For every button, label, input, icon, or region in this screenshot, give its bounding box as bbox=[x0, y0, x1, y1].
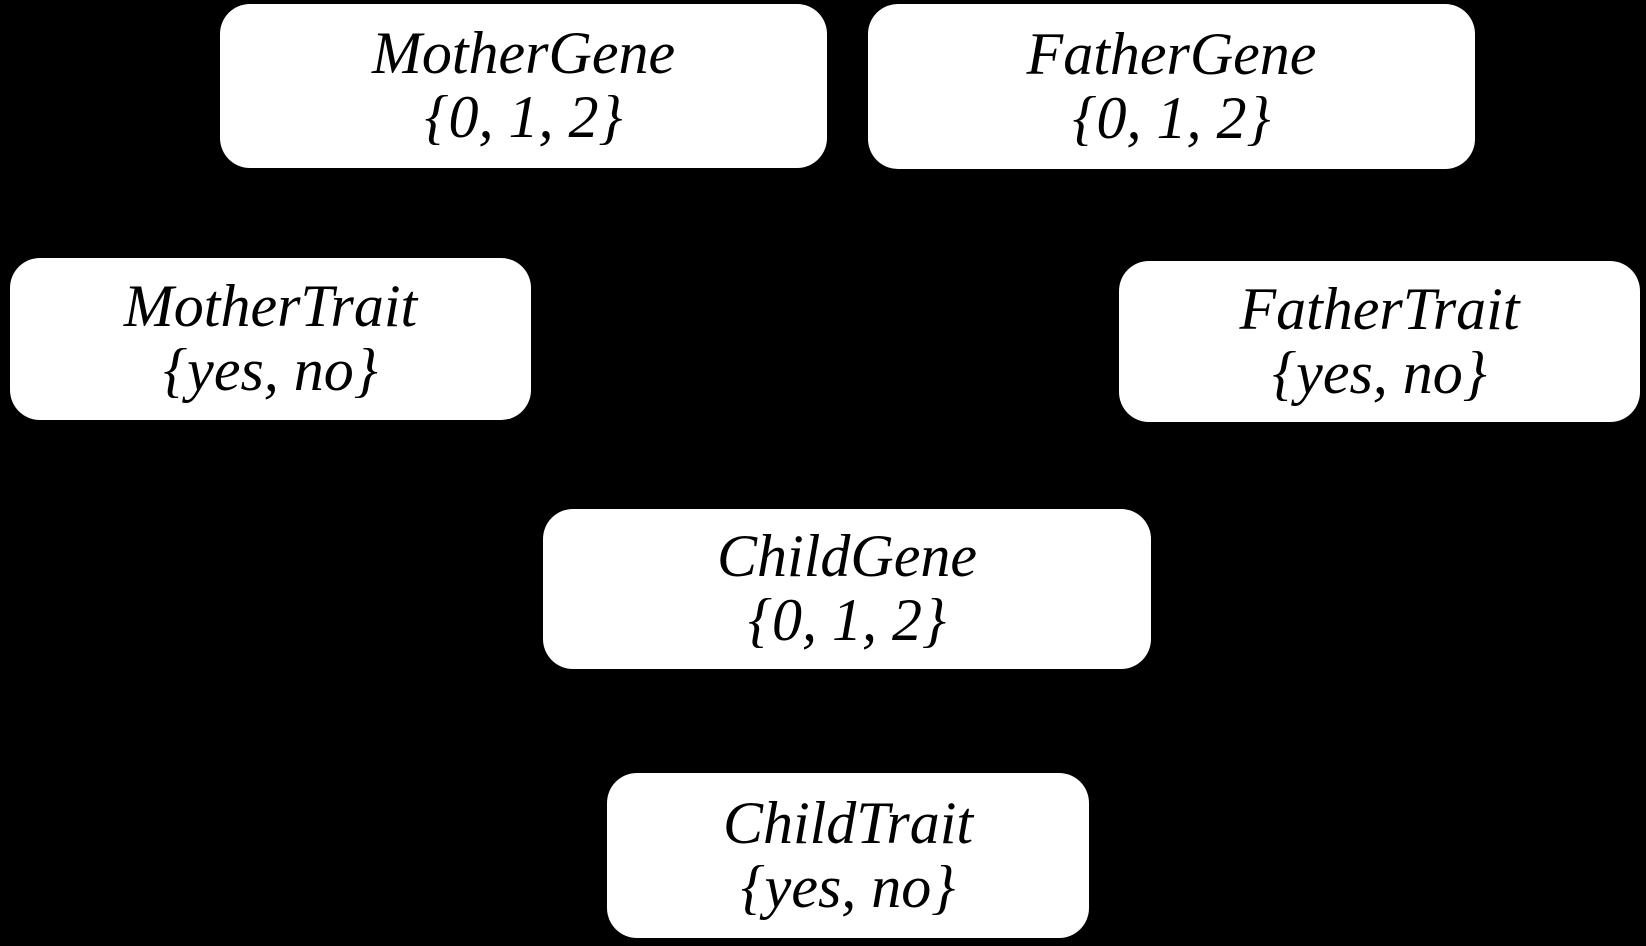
node-father-gene-values: {0, 1, 2} bbox=[1072, 84, 1271, 151]
node-child-gene-values: {0, 1, 2} bbox=[748, 587, 946, 653]
node-child-gene-title: ChildGene bbox=[717, 523, 977, 590]
node-child-trait-title: ChildTrait bbox=[722, 789, 974, 856]
node-mother-trait-title: MotherTrait bbox=[123, 273, 418, 340]
node-mother-trait-values: {yes, no} bbox=[163, 337, 378, 403]
node-mother-gene-values: {0, 1, 2} bbox=[424, 84, 623, 150]
node-father-trait: FatherTrait {yes, no} bbox=[1119, 261, 1640, 422]
node-child-trait: ChildTrait {yes, no} bbox=[607, 773, 1089, 938]
node-father-trait-title: FatherTrait bbox=[1239, 275, 1520, 342]
node-child-gene: ChildGene {0, 1, 2} bbox=[543, 509, 1151, 669]
node-mother-gene-title: MotherGene bbox=[371, 20, 676, 87]
node-father-gene: FatherGene {0, 1, 2} bbox=[868, 4, 1475, 169]
node-mother-trait: MotherTrait {yes, no} bbox=[10, 258, 531, 420]
node-child-trait-values: {yes, no} bbox=[740, 853, 956, 920]
node-mother-gene: MotherGene {0, 1, 2} bbox=[220, 4, 827, 168]
node-father-gene-title: FatherGene bbox=[1026, 20, 1317, 87]
node-father-trait-values: {yes, no} bbox=[1272, 339, 1487, 406]
